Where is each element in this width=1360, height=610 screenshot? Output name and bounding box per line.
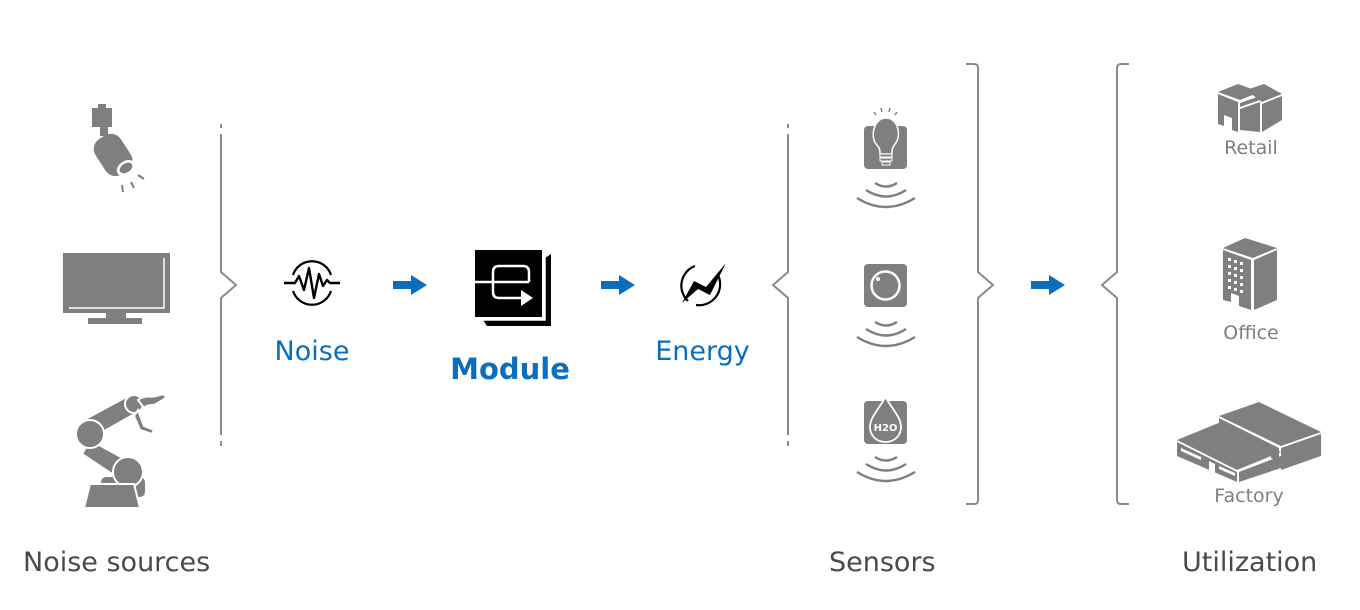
- energy-label: Energy: [655, 336, 750, 367]
- sensors-right-bracket: [966, 63, 995, 505]
- camera-sensor-icon: [853, 262, 919, 352]
- noise-sources-heading: Noise sources: [23, 547, 211, 578]
- noise-label: Noise: [274, 336, 350, 367]
- tv-monitor-icon: [63, 253, 171, 328]
- retail-label: Retail: [1224, 137, 1278, 159]
- robot-arm-icon: [72, 382, 177, 509]
- office-building-icon: [1221, 236, 1279, 312]
- arrow-right-icon: [1031, 275, 1065, 295]
- water-sensor-icon: H2O: [853, 395, 919, 487]
- utilization-heading: Utilization: [1182, 547, 1318, 578]
- office-label: Office: [1223, 322, 1279, 344]
- noise-sources-bracket: [220, 124, 238, 446]
- h2o-badge: H2O: [874, 423, 898, 434]
- arrow-right-icon: [601, 275, 635, 295]
- utilization-bracket: [1100, 63, 1129, 505]
- arrow-right-icon: [393, 275, 427, 295]
- energy-bolt-icon: [678, 261, 728, 307]
- module-icon: [475, 250, 555, 328]
- sensors-left-bracket: [771, 124, 789, 446]
- factory-building-icon: [1175, 400, 1325, 482]
- spotlight-icon: [82, 100, 152, 195]
- retail-building-icon: [1216, 82, 1284, 134]
- light-bulb-sensor-icon: [853, 106, 919, 212]
- noise-wave-icon: [283, 258, 341, 308]
- factory-label: Factory: [1214, 485, 1284, 507]
- module-label: Module: [450, 352, 570, 386]
- sensors-heading: Sensors: [829, 547, 936, 578]
